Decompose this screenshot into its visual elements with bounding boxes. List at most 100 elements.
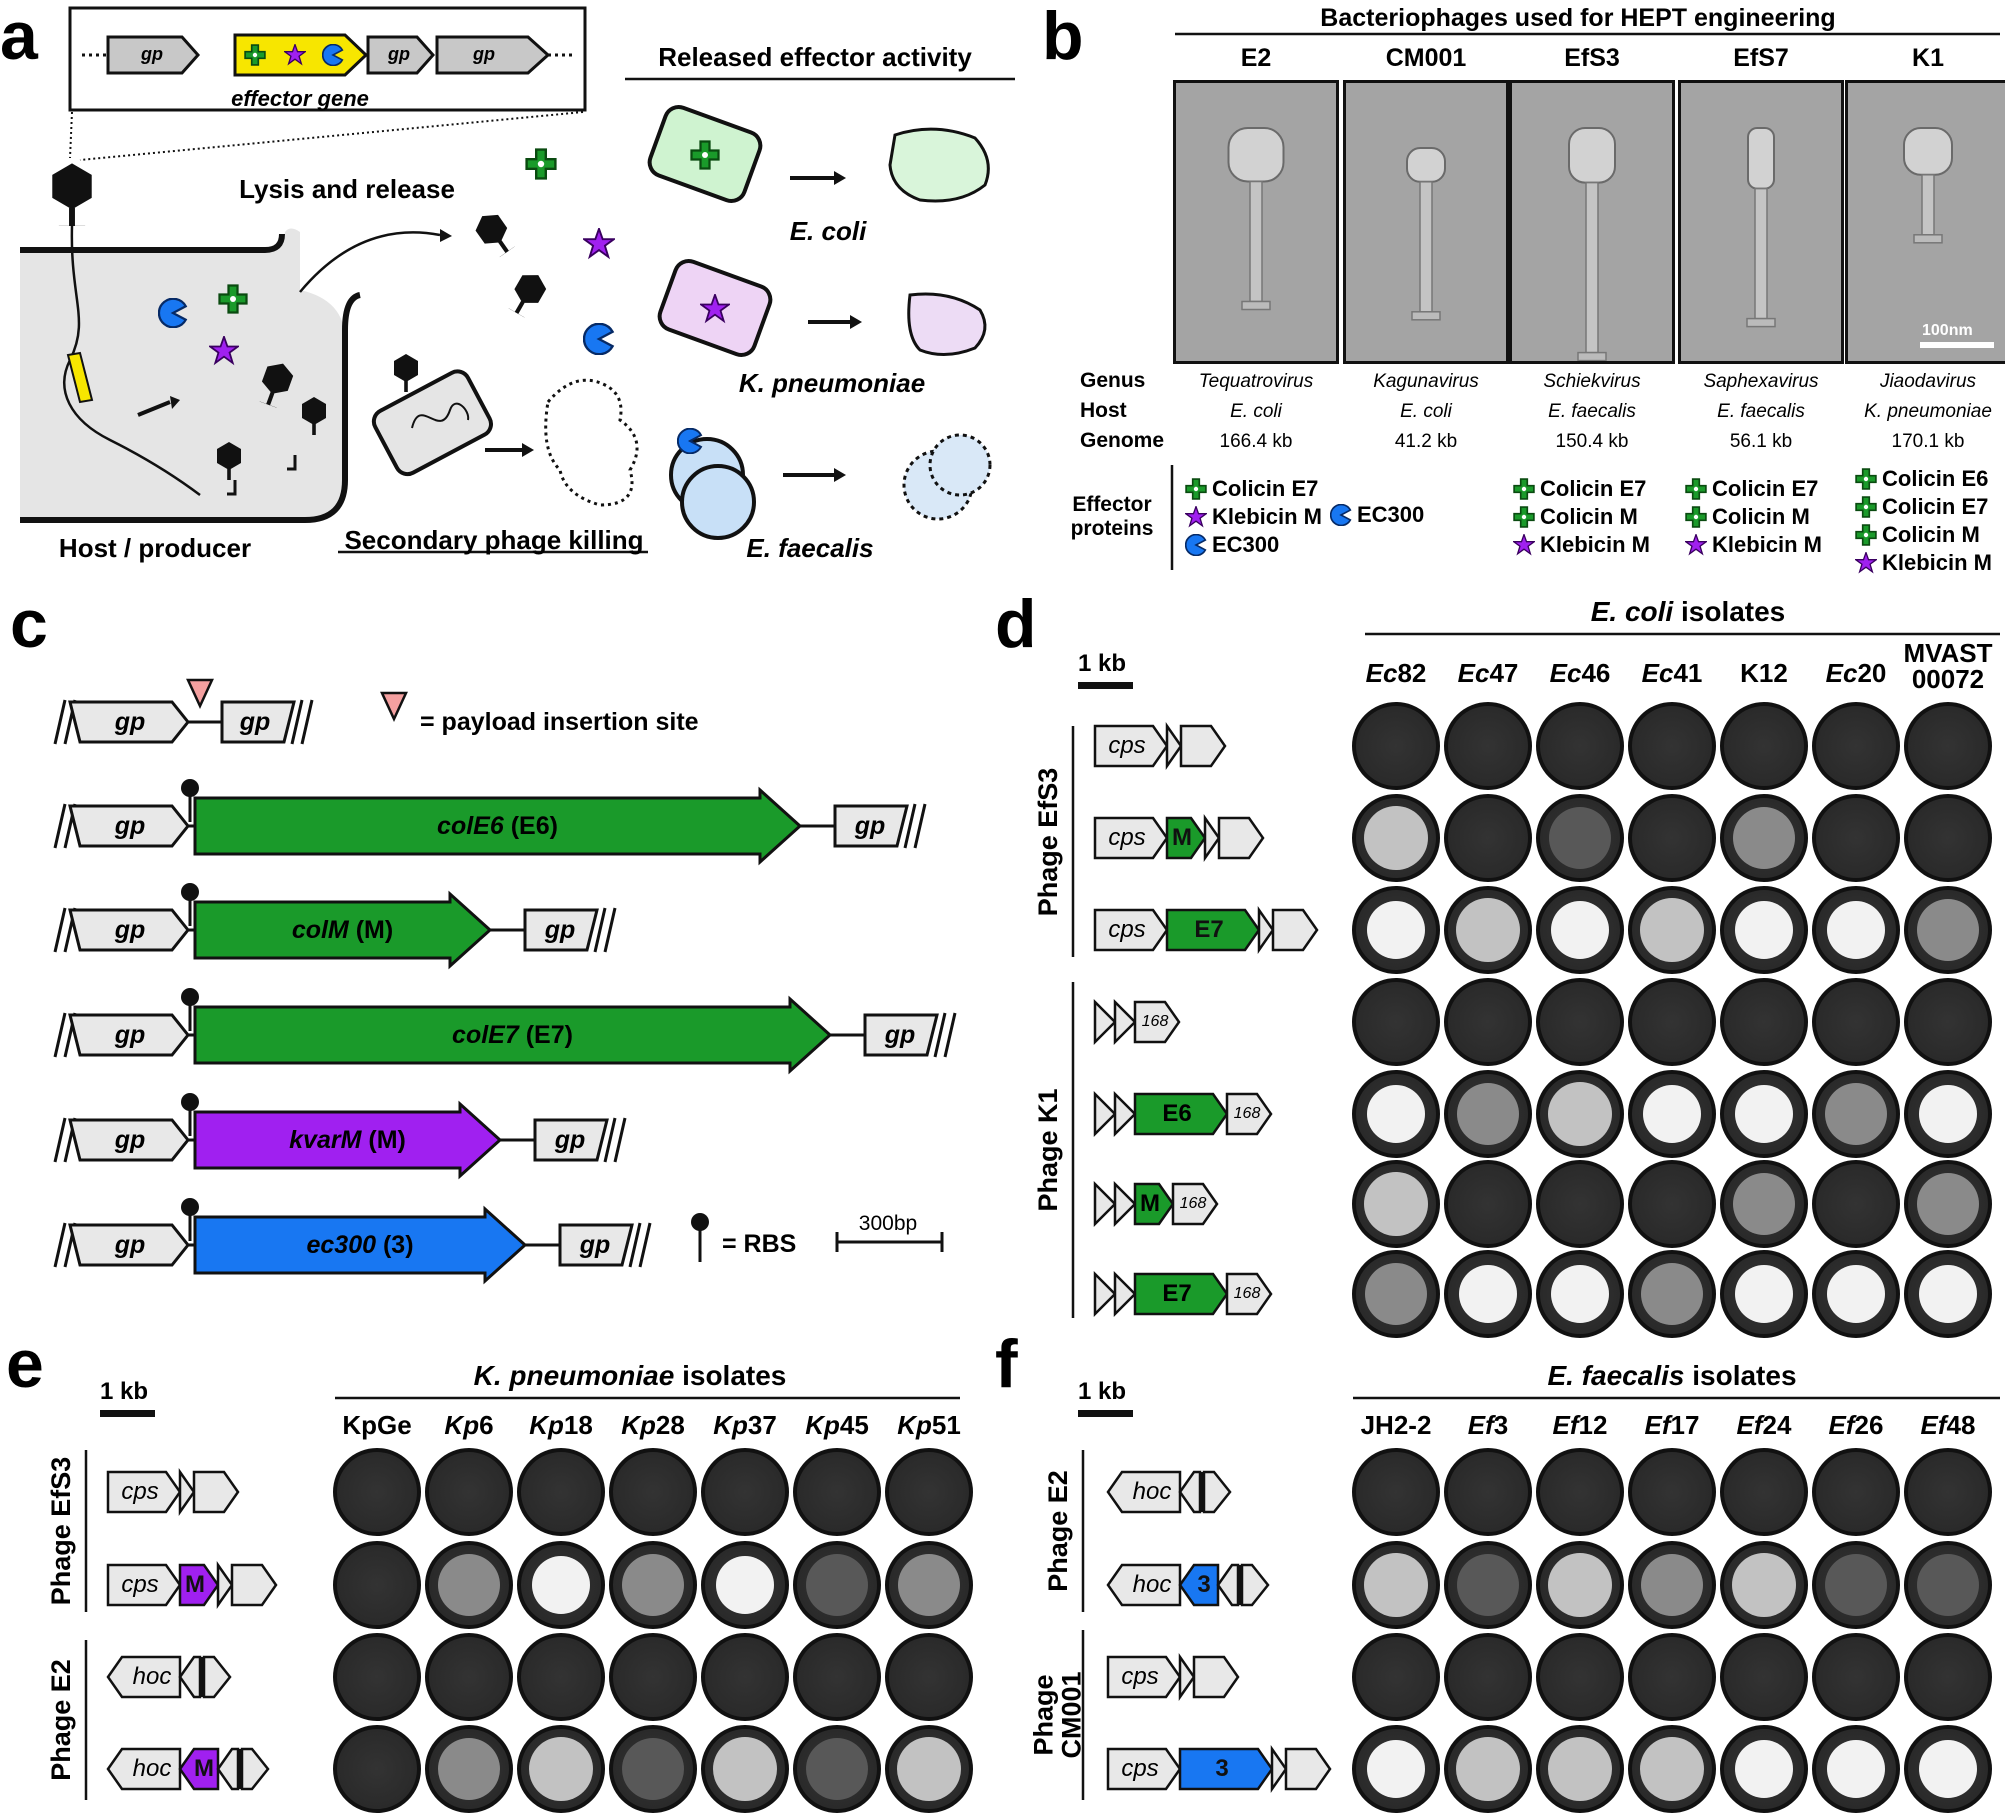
lysis-zone <box>1643 1085 1701 1143</box>
isolate-label: Kp37 <box>713 1412 777 1438</box>
colicin-cross-icon <box>1185 478 1207 500</box>
plaque-spot <box>1812 1725 1900 1813</box>
klebicin-star-icon <box>1185 506 1207 527</box>
panel-d-title: E. coli isolates <box>1591 598 1786 626</box>
isolate-prefix: Ec <box>1549 658 1582 688</box>
isolate-prefix: Kp <box>713 1410 748 1440</box>
lysed-ecoli-cell <box>888 127 990 203</box>
gp-label: gp <box>554 1126 586 1154</box>
isolate-prefix: Ec <box>1825 658 1858 688</box>
plaque-spot <box>1628 702 1716 790</box>
isolate-number: 3 <box>1493 1410 1509 1440</box>
plaque-spot <box>1628 1725 1716 1813</box>
cps-label: cps <box>1108 916 1146 943</box>
insert-label: M <box>194 1755 214 1782</box>
isolate-prefix: Ef <box>1736 1410 1763 1440</box>
plaque-spot <box>1444 1633 1532 1721</box>
lysis-zone <box>1641 1263 1703 1325</box>
colicin-cross-icon <box>1855 496 1877 518</box>
effector-gene-arrow <box>193 1100 503 1180</box>
plaque-spot <box>1812 978 1900 1066</box>
gene-suffix: (3) <box>376 1231 414 1259</box>
insert-label: 3 <box>1215 1755 1229 1782</box>
lysis-zone <box>1364 806 1428 870</box>
plaque-spot <box>793 1541 881 1629</box>
micrograph-phage <box>1512 83 1672 361</box>
construct-colE6 <box>53 779 927 866</box>
lysis-zone <box>1551 1265 1609 1323</box>
panel-a <box>20 6 1015 554</box>
plaque-spot <box>1444 794 1532 882</box>
isolate-number: 82 <box>1397 658 1427 688</box>
effector-name: Colicin E6 <box>1882 466 1989 491</box>
phage-group-label: Phage E2 <box>1042 1470 1073 1592</box>
hoc-label: hoc <box>132 1663 172 1690</box>
cps-label: cps <box>121 1478 159 1505</box>
inserted-effector-gene <box>1165 816 1207 860</box>
colicin-cross-icon <box>1513 478 1535 500</box>
construct-wildtype <box>53 678 408 745</box>
effector-name: Klebicin M <box>1882 550 1993 575</box>
isolate-number: 17 <box>1670 1410 1700 1440</box>
insert-label: 3 <box>1197 1571 1211 1598</box>
effector-name: Colicin E7 <box>1540 476 1647 501</box>
plaque-spot <box>1536 794 1624 882</box>
lysis-zone <box>1457 1554 1519 1616</box>
isolate-prefix: Ef <box>1828 1410 1855 1440</box>
insertion-site-marker <box>186 678 214 709</box>
micrograph-phage <box>1681 83 1841 361</box>
insert-label: E6 <box>1162 1100 1192 1127</box>
rbs-icon <box>181 1093 199 1111</box>
plaque-spot <box>1536 1633 1624 1721</box>
micrograph-phage <box>1176 83 1336 361</box>
construct-kvarM <box>53 1093 627 1180</box>
gene-name: colE7 <box>452 1021 519 1049</box>
gp-label: gp <box>141 44 163 64</box>
lysis-zone <box>1827 1265 1885 1323</box>
plaque-spot <box>701 1448 789 1536</box>
lysis-zone <box>1919 1740 1977 1798</box>
genome-value: 56.1 kb <box>1729 431 1793 452</box>
lysis-zone <box>1917 899 1979 961</box>
isolate-prefix: Ec <box>1641 658 1674 688</box>
genus-value: Kagunavirus <box>1373 371 1479 392</box>
gene-suffix: (M) <box>348 916 394 944</box>
plaque-spot <box>1720 886 1808 974</box>
lysed-cell <box>544 378 639 507</box>
phage-name: K1 <box>1912 44 1944 72</box>
scale-bar-1kb <box>1078 682 1133 689</box>
lysis-zone <box>1825 1083 1887 1145</box>
lysis-zone <box>622 1738 684 1800</box>
effector-gene-arrow <box>193 786 803 866</box>
plaque-spot <box>1628 886 1716 974</box>
rbs-icon <box>181 883 199 901</box>
plaque-spot <box>609 1541 697 1629</box>
lysis-zone <box>1549 807 1611 869</box>
construct-ec300 <box>53 1198 652 1285</box>
phage-icon <box>52 163 92 226</box>
construct-colM <box>53 883 617 970</box>
plaque-spot <box>1904 978 1992 1066</box>
isolate-prefix: Ef <box>1644 1410 1671 1440</box>
plaque-spot <box>1720 1448 1808 1536</box>
cps-gene <box>1093 724 1169 768</box>
cps-label: cps <box>1108 824 1146 851</box>
plaque-spot <box>793 1725 881 1813</box>
scale-1kb: 1 kb <box>100 1378 149 1405</box>
phage-name: E2 <box>1240 44 1272 72</box>
isolate-label: Ec47 <box>1458 660 1519 686</box>
rbs-legend: = RBS <box>722 1230 797 1258</box>
genome-value: 41.2 kb <box>1394 431 1458 452</box>
plaque-spot <box>1904 1725 1992 1813</box>
rbs-icon <box>181 988 199 1006</box>
gp-label: gp <box>114 916 146 944</box>
lysis-zone <box>1457 1083 1519 1145</box>
plaque-spot <box>517 1541 605 1629</box>
plaque-spot <box>1812 1070 1900 1158</box>
isolate-number: 26 <box>1854 1410 1884 1440</box>
plaque-spot <box>1536 886 1624 974</box>
plaque-spot <box>701 1725 789 1813</box>
isolate-label: Ec41 <box>1642 660 1703 686</box>
gene-name: ec300 <box>306 1231 377 1259</box>
electron-micrograph <box>1678 80 1844 364</box>
